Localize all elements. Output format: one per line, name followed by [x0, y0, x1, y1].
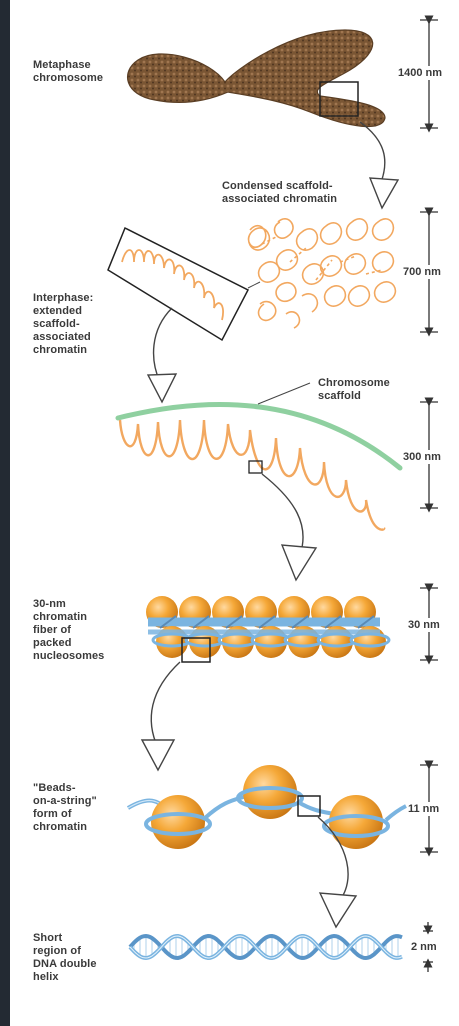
- arrow-3: [282, 545, 316, 580]
- scale-1400: 1400 nm: [398, 66, 442, 80]
- arrow-1: [370, 178, 398, 208]
- label-helix: Short region of DNA double helix: [33, 932, 97, 984]
- arrow-4: [142, 740, 174, 770]
- label-beads: "Beads- on-a-string" form of chromatin: [33, 782, 97, 834]
- scale-11: 11 nm: [408, 802, 439, 816]
- arrow-5: [320, 893, 356, 927]
- nucleosome: [329, 795, 383, 849]
- scale-2: 2 nm: [411, 940, 437, 954]
- condensed-chromatin: [249, 219, 396, 328]
- chromatin-diagram: Metaphase chromosome Condensed scaffold-…: [10, 0, 459, 1026]
- diagram-canvas: [10, 0, 459, 1026]
- label-interphase: Interphase: extended scaffold- associate…: [33, 292, 93, 357]
- interphase-chromatin: [108, 228, 248, 340]
- dna-double-helix: [130, 936, 402, 958]
- nucleosome: [243, 765, 297, 819]
- label-fiber: 30-nm chromatin fiber of packed nucleoso…: [33, 598, 104, 663]
- arrow-2: [148, 374, 176, 402]
- nucleosome: [151, 795, 205, 849]
- label-scaffold: Chromosome scaffold: [318, 377, 390, 403]
- scale-700: 700 nm: [403, 265, 441, 279]
- scale-300: 300 nm: [403, 450, 441, 464]
- label-metaphase: Metaphase chromosome: [33, 59, 103, 85]
- scale-bars: [420, 20, 438, 972]
- scale-30: 30 nm: [408, 618, 440, 632]
- label-condensed: Condensed scaffold- associated chromatin: [222, 180, 337, 206]
- left-sidebar: [0, 0, 10, 1026]
- beads-on-a-string: [128, 765, 406, 849]
- metaphase-chromosome: [128, 30, 385, 127]
- scaffold-loops: [118, 383, 400, 530]
